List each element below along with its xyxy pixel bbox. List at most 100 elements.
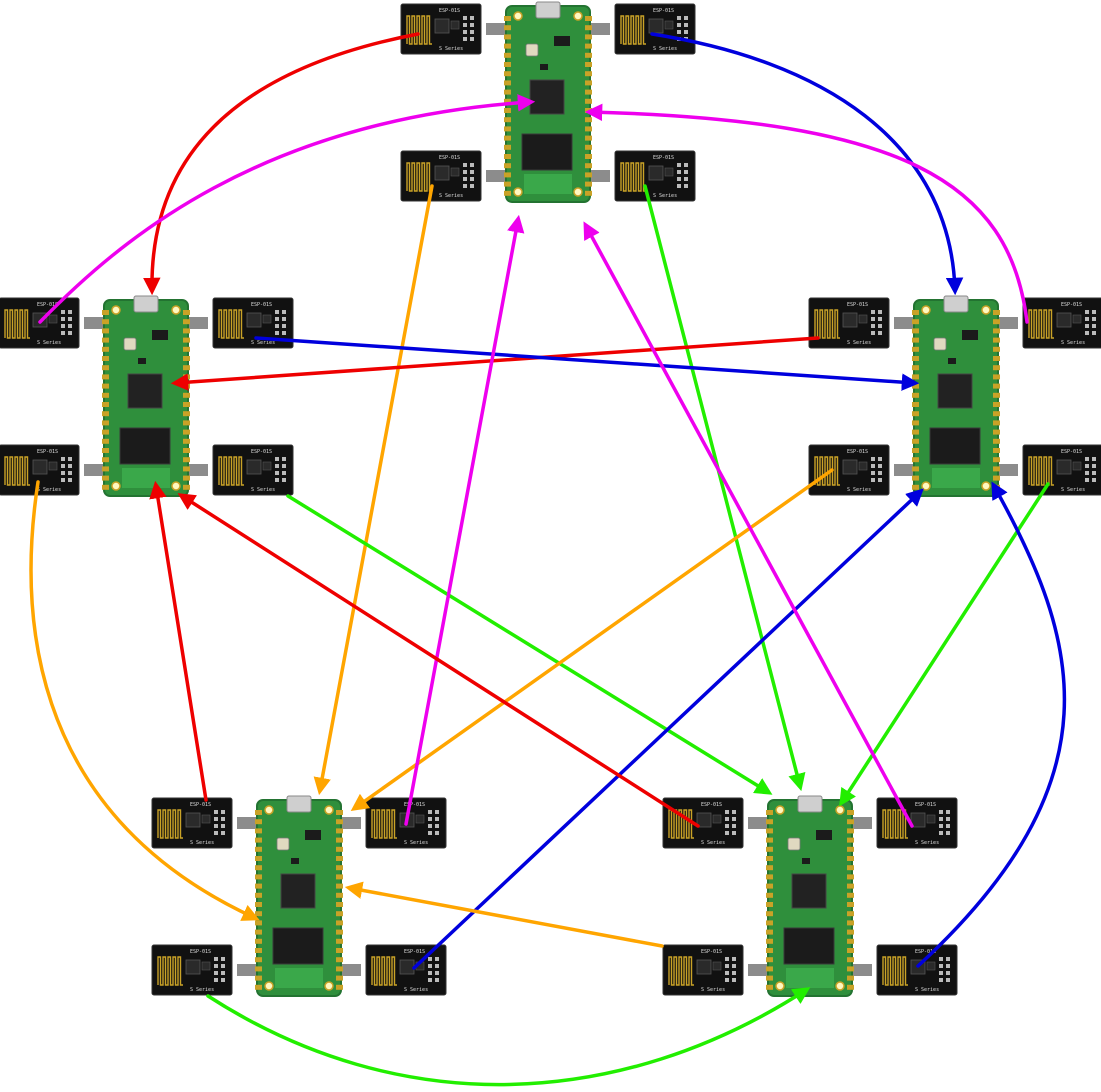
module-label: ESP-01S <box>251 449 272 455</box>
module-series-label: S Series <box>190 987 214 993</box>
pico-board-bottom-right <box>766 795 854 997</box>
esp01-module-left-bottom-right: ESP-01S S Series <box>212 444 294 496</box>
module-series-label: S Series <box>404 987 428 993</box>
module-series-label: S Series <box>439 46 463 52</box>
antenna-icon <box>371 956 397 986</box>
link-left-to-right <box>254 336 920 391</box>
link-right-to-bottom-left <box>350 468 834 812</box>
esp01-module-bottom-left-bottom-right: ESP-01S S Series <box>365 944 447 996</box>
esp01-module-bottom-left-bottom-left: ESP-01S S Series <box>151 944 233 996</box>
module-series-label: S Series <box>701 987 725 993</box>
esp01-module-right-bottom-left: ESP-01S S Series <box>808 444 890 496</box>
antenna-icon <box>4 309 30 339</box>
antenna-icon <box>218 309 244 339</box>
link-bottom-right-to-bottom-left <box>344 881 664 948</box>
esp01-module-bottom-left-top-left: ESP-01S S Series <box>151 797 233 849</box>
link-left-to-bottom-left <box>29 480 260 921</box>
link-top-to-left <box>143 32 420 296</box>
usb-port-icon <box>943 295 969 313</box>
module-label: ESP-01S <box>701 949 722 955</box>
module-label: ESP-01S <box>653 8 674 14</box>
link-top-to-bottom-left <box>313 184 434 796</box>
link-bottom-right-to-top <box>583 221 914 828</box>
module-series-label: S Series <box>915 840 939 846</box>
module-label: ESP-01S <box>701 802 722 808</box>
module-label: ESP-01S <box>439 155 460 161</box>
link-left-to-bottom-right <box>286 494 773 795</box>
module-label: ESP-01S <box>915 802 936 808</box>
antenna-icon <box>157 809 183 839</box>
antenna-icon <box>157 956 183 986</box>
antenna-icon <box>371 809 397 839</box>
esp01-module-top-top-right: ESP-01S S Series <box>614 3 696 55</box>
usb-port-icon <box>286 795 312 813</box>
usb-port-icon <box>535 1 561 19</box>
module-series-label: S Series <box>37 487 61 493</box>
esp01-module-left-bottom-left: ESP-01S S Series <box>0 444 80 496</box>
pico-board-bottom-left <box>255 795 343 997</box>
usb-port-icon <box>797 795 823 813</box>
link-bottom-right-to-right <box>916 481 1067 968</box>
esp01-module-left-top-right: ESP-01S S Series <box>212 297 294 349</box>
module-series-label: S Series <box>439 193 463 199</box>
module-series-label: S Series <box>847 340 871 346</box>
esp01-module-bottom-right-bottom-left: ESP-01S S Series <box>662 944 744 996</box>
microcontroller-chip <box>937 373 973 409</box>
module-label: ESP-01S <box>37 302 58 308</box>
link-bottom-left-to-top <box>404 214 525 826</box>
module-series-label: S Series <box>404 840 428 846</box>
module-label: ESP-01S <box>404 802 425 808</box>
module-label: ESP-01S <box>1061 449 1082 455</box>
antenna-icon <box>620 162 646 192</box>
pico-board-right <box>912 295 1000 497</box>
module-label: ESP-01S <box>847 302 868 308</box>
link-bottom-left-to-bottom-right <box>206 987 811 1087</box>
link-top-to-bottom-right <box>643 184 806 792</box>
module-series-label: S Series <box>1061 340 1085 346</box>
module-label: ESP-01S <box>404 949 425 955</box>
esp01-module-bottom-right-top-left: ESP-01S S Series <box>662 797 744 849</box>
antenna-icon <box>1028 456 1054 486</box>
module-series-label: S Series <box>251 340 275 346</box>
module-series-label: S Series <box>190 840 214 846</box>
link-right-to-top <box>584 103 1029 324</box>
antenna-icon <box>620 15 646 45</box>
module-label: ESP-01S <box>190 802 211 808</box>
antenna-icon <box>218 456 244 486</box>
antenna-icon <box>1028 309 1054 339</box>
module-series-label: S Series <box>915 987 939 993</box>
module-label: ESP-01S <box>190 949 211 955</box>
module-series-label: S Series <box>653 193 677 199</box>
microcontroller-chip <box>791 873 827 909</box>
module-label: ESP-01S <box>37 449 58 455</box>
pico-board-left <box>102 295 190 497</box>
module-series-label: S Series <box>653 46 677 52</box>
antenna-icon <box>814 456 840 486</box>
microcontroller-chip <box>280 873 316 909</box>
link-bottom-left-to-right <box>412 488 924 970</box>
antenna-icon <box>406 15 432 45</box>
link-bottom-right-to-left <box>177 493 700 828</box>
esp01-module-bottom-right-top-right: ESP-01S S Series <box>876 797 958 849</box>
module-series-label: S Series <box>251 487 275 493</box>
link-right-to-left <box>170 336 820 391</box>
module-series-label: S Series <box>37 340 61 346</box>
module-series-label: S Series <box>701 840 725 846</box>
esp01-module-right-top-left: ESP-01S S Series <box>808 297 890 349</box>
antenna-icon <box>668 956 694 986</box>
esp01-module-top-bottom-left: ESP-01S S Series <box>400 150 482 202</box>
usb-port-icon <box>133 295 159 313</box>
module-label: ESP-01S <box>251 302 272 308</box>
links-layer <box>29 32 1067 1087</box>
module-label: ESP-01S <box>847 449 868 455</box>
module-series-label: S Series <box>847 487 871 493</box>
